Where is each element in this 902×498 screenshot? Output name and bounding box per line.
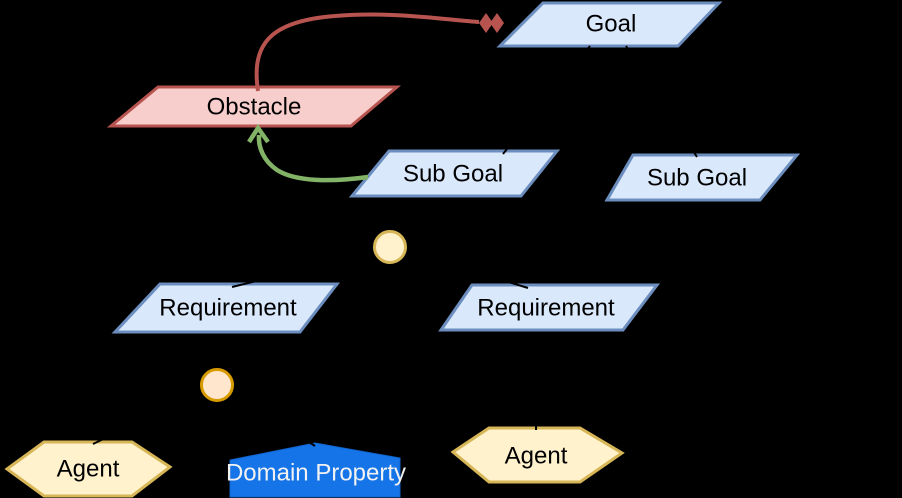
goal-label: Goal [586,11,637,38]
obstruction-curve[interactable] [254,12,480,92]
obstacle-label: Obstacle [207,94,302,121]
requirement-left-parallelogram[interactable] [111,282,341,334]
agent-left-label: Agent [57,456,120,483]
obstacle-parallelogram[interactable] [106,85,402,128]
requirement-right-parallelogram[interactable] [438,283,661,332]
assignment-edge-domain-property-to-circle[interactable] [229,391,316,447]
subgoal-left-parallelogram[interactable] [348,149,561,198]
domain-property-label: Domain Property [226,460,406,487]
assignment-edge-agent-left-to-circle[interactable] [92,389,206,445]
domain-property-pentagon[interactable] [229,442,401,498]
refinement-edge-circle-to-subgoal-left[interactable] [389,197,425,234]
requirement-left-node[interactable]: Requirement [111,282,341,334]
refinement-edge-requirement-left-to-circle[interactable] [231,251,376,288]
double-diamond-arrowhead [479,13,493,33]
agent-right-node[interactable]: Agent [450,426,625,484]
obstruction-edge[interactable] [254,12,504,92]
resolution-edge[interactable] [247,123,369,183]
subgoal-right-label: Sub Goal [647,165,747,192]
agent-left-hexagon[interactable] [4,440,173,498]
assignment-edge-agent-right-to-requirement-right[interactable] [535,332,542,431]
domain-property-node[interactable]: Domain Property [226,442,406,498]
double-diamond-arrowhead [490,13,504,33]
open-arrowhead [247,123,270,144]
refinement-edge-circle-to-requirement-left[interactable] [216,333,230,372]
refinement-edge-subgoal-right-to-goal[interactable] [625,45,698,158]
subgoal-right-node[interactable]: Sub Goal [604,153,801,202]
obstacle-node[interactable]: Obstacle [106,85,402,128]
requirement-left-label: Requirement [159,295,297,322]
goal-parallelogram[interactable] [496,1,723,48]
agent-right-label: Agent [505,443,568,470]
agent-left-node[interactable]: Agent [4,440,173,498]
and-refinement-circle[interactable] [373,230,407,264]
agent-right-hexagon[interactable] [450,426,625,484]
resolution-curve[interactable] [256,134,369,183]
or-refinement-circle[interactable] [200,368,234,402]
requirement-right-node[interactable]: Requirement [438,283,661,332]
requirement-right-label: Requirement [477,295,615,322]
subgoal-left-label: Sub Goal [403,161,503,188]
refinement-edge-requirement-right-to-circle[interactable] [403,249,529,289]
subgoal-left-node[interactable]: Sub Goal [348,149,561,198]
goal-node[interactable]: Goal [496,1,723,48]
subgoal-right-parallelogram[interactable] [604,153,801,202]
refinement-edge-subgoal-left-to-goal[interactable] [502,45,591,155]
